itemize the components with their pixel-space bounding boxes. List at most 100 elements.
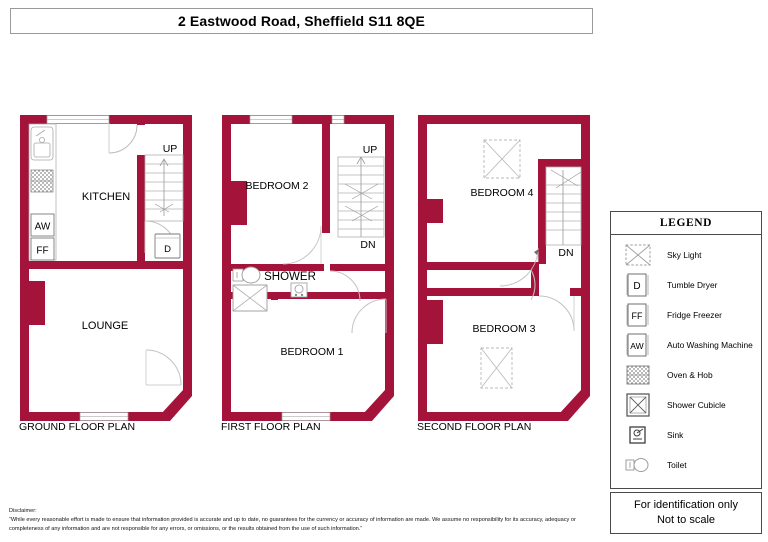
caption-ground-floor: GROUND FLOOR PLAN (19, 421, 136, 433)
toilet-fixture (232, 266, 261, 284)
marker-up-ground: UP (163, 143, 178, 155)
auto-washing-machine-appliance: AW (30, 213, 55, 237)
first-window-top-left (249, 115, 293, 124)
room-label-bedroom-4: BEDROOM 4 (470, 187, 533, 199)
room-label-lounge: LOUNGE (82, 320, 128, 332)
legend-heading: LEGEND (611, 212, 761, 235)
legend-label: Shower Cubicle (667, 400, 726, 410)
first-floor-plan: BEDROOM 2 SHOWER BEDROOM 1 UP DN (222, 115, 394, 421)
legend-item-auto-washing-machine: AW Auto Washing Machine (611, 330, 761, 360)
room-label-shower: SHOWER (264, 271, 316, 283)
second-staircase (545, 166, 582, 246)
disclaimer-heading: Disclaimer: (9, 508, 37, 514)
page-title: 2 Eastwood Road, Sheffield S11 8QE (178, 13, 425, 29)
marker-up-first: UP (363, 144, 378, 156)
room-label-bedroom-2: BEDROOM 2 (245, 180, 308, 192)
legend-label: Auto Washing Machine (667, 340, 753, 350)
legend-panel: LEGEND Sky Light (610, 211, 762, 489)
legend-label: Sky Light (667, 250, 702, 260)
svg-text:AW: AW (35, 222, 51, 233)
legend-item-sink: Sink (611, 420, 761, 450)
tumble-dryer-appliance: D (154, 233, 181, 259)
legend-label: Oven & Hob (667, 370, 713, 380)
shower-cubicle-icon (621, 392, 655, 418)
caption-first-floor: FIRST FLOOR PLAN (221, 421, 321, 433)
legend-item-tumble-dryer: D Tumble Dryer (611, 270, 761, 300)
legend-item-sky-light: Sky Light (611, 240, 761, 270)
oven-hob-icon (621, 362, 655, 388)
first-internal-wall-a (322, 115, 330, 233)
second-internal-wall-a (538, 159, 546, 264)
caption-second-floor: SECOND FLOOR PLAN (417, 421, 532, 433)
fridge-freezer-appliance: FF (30, 237, 55, 261)
sky-light-icon (621, 242, 655, 268)
legend-label: Fridge Freezer (667, 310, 722, 320)
sky-light-bedroom3 (480, 347, 513, 389)
second-internal-wall-e (427, 288, 539, 296)
disclaimer-block: Disclaimer: “While every reasonable effo… (9, 508, 599, 535)
svg-text:D: D (633, 281, 640, 292)
legend-item-fridge-freezer: FF Fridge Freezer (611, 300, 761, 330)
marker-dn-first: DN (360, 239, 375, 251)
ground-window-top (46, 115, 110, 124)
shower-cubicle-fixture (232, 284, 268, 312)
second-internal-wall-c (427, 262, 538, 270)
sink-icon (621, 422, 655, 448)
identification-line-1: For identification only (634, 499, 738, 512)
sky-light-bedroom4 (483, 139, 521, 179)
second-floor-wall-strokes (418, 115, 590, 421)
legend-label: Tumble Dryer (667, 280, 718, 290)
legend-items-list: Sky Light D Tumble Dryer (611, 235, 761, 480)
second-door-landing (530, 269, 536, 301)
toilet-icon (621, 452, 655, 478)
first-internal-wall-d (278, 292, 386, 299)
disclaimer-body: “While every reasonable effort is made t… (9, 516, 576, 533)
marker-dn-second: DN (558, 247, 573, 259)
ground-internal-wall-c (137, 243, 145, 265)
first-internal-wall-b (231, 264, 324, 271)
first-door-bedroom2 (282, 225, 322, 265)
ground-internal-wall-d (29, 261, 145, 269)
second-door-bedroom3 (538, 295, 575, 332)
svg-text:D: D (164, 244, 171, 255)
legend-label: Toilet (667, 460, 687, 470)
svg-text:FF: FF (632, 311, 643, 321)
second-internal-wall-f (570, 288, 582, 296)
ground-internal-wall-b (137, 155, 145, 243)
ground-window-bottom (79, 412, 129, 421)
auto-washing-machine-icon: AW (621, 332, 655, 358)
first-window-top-right (331, 115, 345, 124)
room-label-kitchen: KITCHEN (82, 191, 130, 203)
property-title-bar: 2 Eastwood Road, Sheffield S11 8QE (10, 8, 593, 34)
oven-hob-icon (30, 169, 54, 193)
ground-floor-plan: AW FF (20, 115, 192, 421)
ground-door-lounge (145, 349, 182, 386)
second-internal-wall-b (538, 159, 582, 167)
ground-internal-wall-e (145, 261, 183, 269)
ground-staircase (144, 154, 184, 222)
basin-fixture (290, 282, 308, 298)
legend-item-oven-hob: Oven & Hob (611, 360, 761, 390)
second-door-bedroom4 (499, 247, 539, 287)
kitchen-units: AW FF (28, 123, 57, 261)
ground-door-kitchen (108, 123, 138, 154)
legend-label: Sink (667, 430, 684, 440)
first-window-bottom (281, 412, 331, 421)
identification-note: For identification only Not to scale (610, 492, 762, 534)
tumble-dryer-icon: D (621, 272, 655, 298)
svg-text:FF: FF (36, 246, 48, 257)
first-internal-wall-c (330, 264, 386, 271)
svg-text:AW: AW (630, 341, 643, 351)
first-staircase (337, 156, 385, 238)
second-floor-plan: BEDROOM 4 BEDROOM 3 DN (418, 115, 590, 421)
identification-line-2: Not to scale (656, 514, 716, 526)
sink-icon (30, 126, 54, 161)
fridge-freezer-icon: FF (621, 302, 655, 328)
room-label-bedroom-1: BEDROOM 1 (280, 346, 343, 358)
first-door-bedroom1 (351, 298, 387, 334)
room-label-bedroom-3: BEDROOM 3 (472, 323, 535, 335)
legend-item-toilet: Toilet (611, 450, 761, 480)
legend-item-shower-cubicle: Shower Cubicle (611, 390, 761, 420)
